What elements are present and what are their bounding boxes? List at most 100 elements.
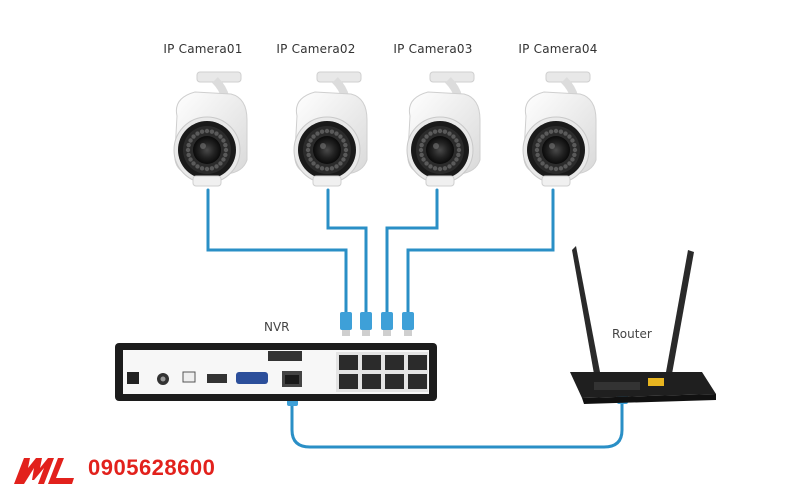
cables [206,188,624,449]
ir-led [442,129,448,134]
ir-led [419,142,424,148]
ir-led [572,152,577,158]
camera-label: IP Camera03 [393,42,473,56]
ir-led [199,129,205,134]
cable-camera01 [206,188,348,314]
ir-led [223,142,228,148]
ir-led [308,138,313,143]
ir-led [185,147,191,153]
ir-led [221,157,226,162]
ir-led [544,164,549,169]
ir-led [553,128,559,134]
nvr-device-icon [115,343,437,401]
ir-led [537,138,542,143]
ir-led [188,138,193,143]
ir-led [334,164,339,169]
ir-led [548,166,554,171]
ir-led [221,138,226,143]
ir-led [418,147,424,153]
rj45-plug [340,312,352,336]
cable-camera02 [326,188,368,314]
rj45-plug [381,312,393,336]
usb-port [182,371,196,383]
ir-led [570,157,575,162]
ir-led [421,157,426,162]
ir-led [343,147,349,153]
ir-led [437,166,443,172]
ir-led [437,128,443,134]
ir-led [199,166,205,171]
power-switch [127,372,139,384]
ir-led [572,142,577,148]
ir-led [204,128,210,134]
ir-led [424,161,429,166]
router-label: Router [612,327,652,341]
ir-led [319,129,325,134]
ir-led [572,147,578,153]
camera-01 [174,72,247,186]
ir-led [186,142,191,148]
ir-led [540,161,545,166]
ir-led [209,129,215,134]
ir-led [306,142,311,148]
camera-label: IP Camera02 [276,42,356,56]
ir-led [454,138,459,143]
ir-led [456,152,461,158]
ir-led [311,161,316,166]
cable-camera03 [385,188,439,314]
ir-led [218,134,223,139]
router-icon [570,246,716,404]
ir-led [567,134,572,139]
ir-led [563,164,568,169]
ir-led [338,161,343,166]
ir-led [341,138,346,143]
ir-led [223,152,228,158]
ir-led [563,131,568,136]
ir-led [454,157,459,162]
ir-led [535,142,540,148]
cable-nvr-router [290,398,624,449]
ir-led [308,157,313,162]
ir-led [424,134,429,139]
ir-led [305,147,311,153]
ir-led [186,152,191,158]
ir-led [218,161,223,166]
ir-led [447,131,452,136]
ir-led [343,152,348,158]
ir-led [428,131,433,136]
ir-led [343,142,348,148]
ir-led [456,142,461,148]
ir-led [544,131,549,136]
ir-led [223,147,229,153]
ir-led [419,152,424,158]
ir-led [451,161,456,166]
ir-led [191,161,196,166]
ir-led [315,131,320,136]
nvr-label: NVR [264,320,290,334]
ir-led [432,166,438,171]
ir-led [329,166,335,171]
ir-led [334,131,339,136]
camera-02 [294,72,367,186]
ir-led [553,166,559,172]
ir-led [570,138,575,143]
ir-led [567,161,572,166]
ir-led [204,166,210,172]
vga-port [236,372,268,384]
ir-led [456,147,462,153]
ir-led [324,128,330,134]
ir-led [442,166,448,171]
ir-led [341,157,346,162]
phone-number: 0905628600 [88,455,216,480]
rj45-plug [360,312,372,336]
ml-brand-logo [14,458,74,484]
ir-led [315,164,320,169]
ir-led [319,166,325,171]
ir-led [195,164,200,169]
camera-03 [407,72,480,186]
esata-port [268,351,302,361]
ir-led [447,164,452,169]
ir-led [451,134,456,139]
camera-label: IP Camera04 [518,42,598,56]
